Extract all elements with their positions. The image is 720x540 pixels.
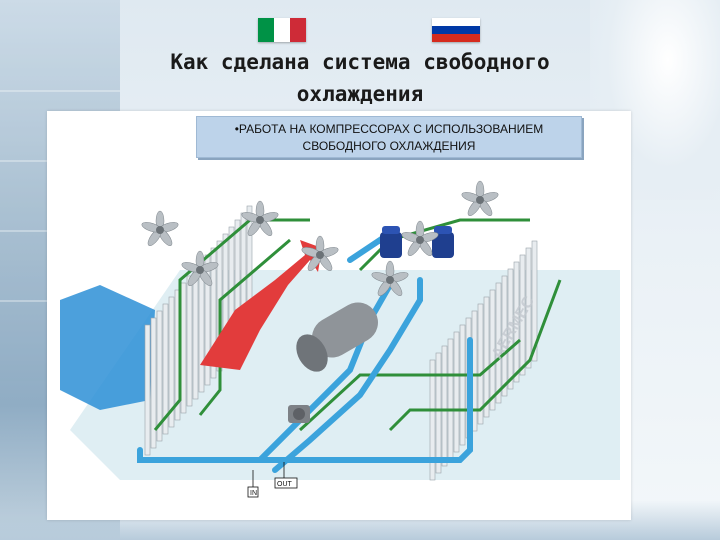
pump-unit [288, 405, 310, 423]
coil-fin [442, 346, 447, 466]
caption-line1: •РАБОТА НА КОМПРЕССОРАХ С ИСПОЛЬЗОВАНИЕМ [197, 121, 581, 138]
free-cooling-diagram: AERMEC IN OUT [60, 160, 620, 510]
fan-icon [241, 201, 280, 238]
coil-fin [145, 325, 150, 455]
caption-line2: СВОБОДНОГО ОХЛАЖДЕНИЯ [197, 138, 581, 155]
coil-fin [436, 353, 441, 473]
port-out-label: OUT [277, 481, 293, 488]
port-in-label: IN [250, 490, 257, 497]
slide-title: Как сделана система свободного охлаждени… [90, 46, 630, 110]
coil-fin [448, 339, 453, 459]
coil-fin [181, 283, 186, 413]
slide-title-line1: Как сделана система свободного [90, 46, 630, 78]
coil-fin [454, 332, 459, 452]
slide-title-line2: охлаждения [90, 78, 630, 110]
coil-fin [193, 269, 198, 399]
compressor [380, 226, 402, 258]
russia-flag-icon [432, 18, 480, 42]
coil-fin [484, 297, 489, 417]
fan-icon [461, 181, 500, 218]
coil-fin [187, 276, 192, 406]
fan-icon [301, 236, 340, 273]
fan-icon [141, 211, 180, 248]
compressor [432, 226, 454, 258]
cold-air-flow-arrow [60, 285, 155, 410]
diagram-caption: •РАБОТА НА КОМПРЕССОРАХ С ИСПОЛЬЗОВАНИЕМ… [196, 116, 582, 158]
coil-fin [460, 325, 465, 445]
italy-flag-icon [258, 18, 306, 42]
